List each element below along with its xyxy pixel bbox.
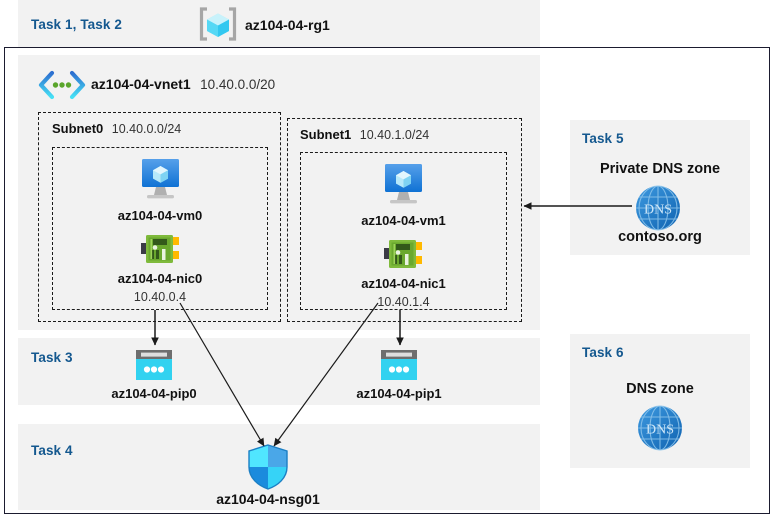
- vnet-label: az104-04-vnet1 10.40.0.0/20: [91, 76, 275, 94]
- pip-0-name: az104-04-pip0: [111, 386, 197, 401]
- nsg-name: az104-04-nsg01: [216, 491, 320, 507]
- vm-group-1-boundary: [300, 152, 507, 310]
- dns-globe-icon: DNS: [634, 184, 682, 232]
- pip-1-name: az104-04-pip1: [356, 386, 442, 401]
- public-ip-address-icon: [134, 349, 174, 382]
- virtual-machine-icon: [134, 157, 187, 202]
- virtual-network-icon: [37, 70, 87, 100]
- network-interface-icon: [384, 236, 424, 272]
- private-dns-zone-title: Private DNS zone: [599, 161, 721, 177]
- resource-group-cube-icon: [197, 6, 239, 42]
- subnet-0-cidr: 10.40.0.0/24: [111, 122, 182, 136]
- task-1-2-label: Task 1, Task 2: [31, 17, 122, 32]
- dns-globe-icon: DNS: [636, 404, 684, 452]
- vm-1-name: az104-04-vm1: [361, 213, 446, 228]
- subnet-0-boundary: [38, 112, 281, 322]
- task-3-label: Task 3: [31, 350, 73, 365]
- subnet-0-name: Subnet0: [52, 121, 104, 136]
- task-4-label: Task 4: [31, 443, 73, 458]
- subnet-0-label: Subnet0 10.40.0.0/24: [52, 120, 181, 138]
- network-security-group-shield-icon: [246, 444, 290, 490]
- resource-group-header-panel: [18, 0, 540, 47]
- network-interface-icon: [141, 231, 181, 267]
- resource-group-name: az104-04-rg1: [245, 17, 330, 33]
- nic-1-ip: 10.40.1.4: [377, 295, 430, 309]
- vnet-panel: [18, 55, 540, 330]
- subnet-1-name: Subnet1: [300, 127, 352, 142]
- private-dns-zone-name: contoso.org: [618, 229, 702, 245]
- vm-0-name: az104-04-vm0: [117, 208, 203, 223]
- task-5-label: Task 5: [582, 131, 624, 146]
- subnet-1-cidr: 10.40.1.0/24: [359, 128, 430, 142]
- vnet-cidr: 10.40.0.0/20: [200, 77, 276, 92]
- dns-icon-text: DNS: [644, 203, 672, 218]
- nic-0-ip: 10.40.0.4: [133, 290, 187, 304]
- dns-icon-text: DNS: [646, 423, 674, 438]
- dns-zone-title: DNS zone: [626, 381, 694, 397]
- nic-1-name: az104-04-nic1: [361, 276, 446, 291]
- vm-group-0-boundary: [52, 147, 268, 310]
- subnet-1-boundary: [287, 118, 522, 322]
- subnet-1-label: Subnet1 10.40.1.0/24: [300, 126, 429, 144]
- public-ip-address-icon: [379, 349, 419, 382]
- task-6-label: Task 6: [582, 345, 624, 360]
- nic-0-name: az104-04-nic0: [117, 271, 203, 286]
- vnet-name: az104-04-vnet1: [91, 76, 191, 92]
- virtual-machine-icon: [377, 162, 430, 207]
